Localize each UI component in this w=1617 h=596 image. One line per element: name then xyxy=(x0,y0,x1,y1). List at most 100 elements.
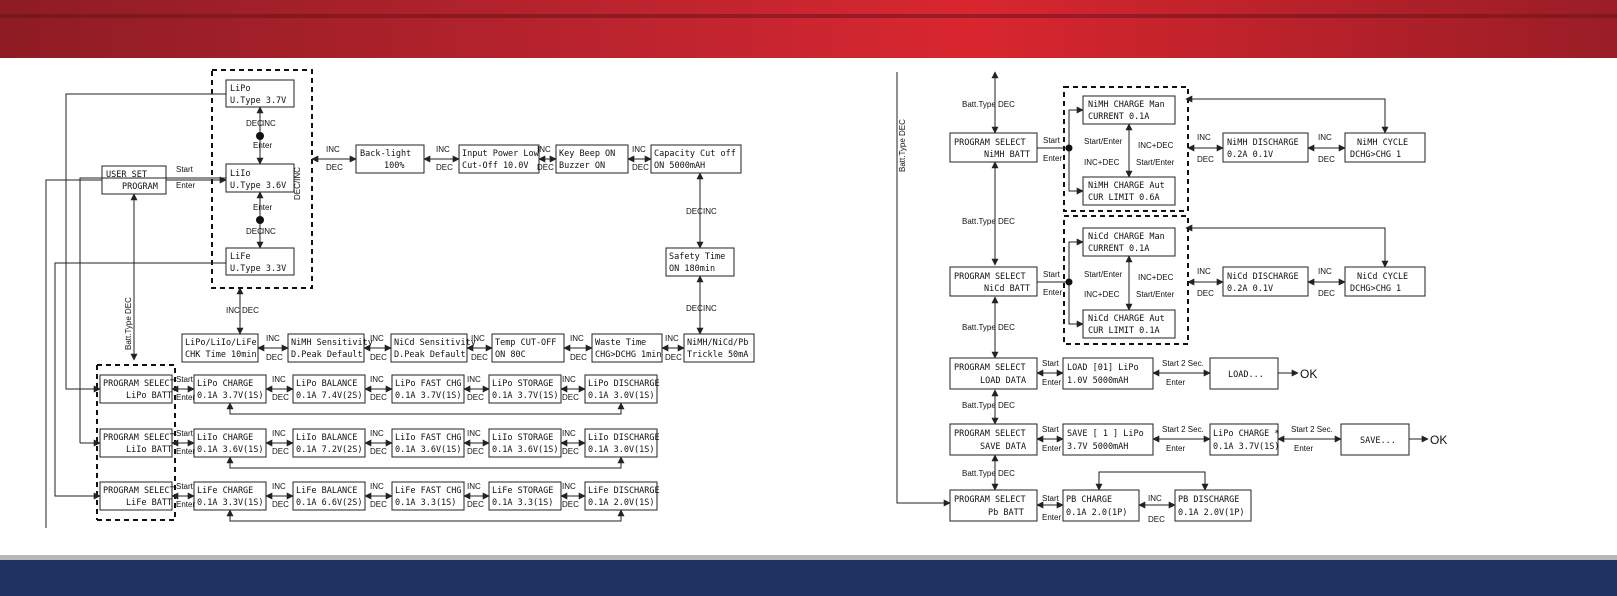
save-program-select-box[interactable]: PROGRAM SELECT SAVE DATA xyxy=(949,423,1038,456)
nimh-charge-aut-box[interactable]: NiMH CHARGE Aut CUR LIMIT 0.6A xyxy=(1082,176,1176,206)
label-batt-type: Batt.Type DEC xyxy=(962,469,1015,478)
label-dec: DEC xyxy=(570,353,587,362)
mode-line1: LiFe CHARGE xyxy=(197,486,253,496)
setting-capacity-box[interactable]: Capacity Cut off ON 5000mAH xyxy=(650,144,742,174)
nicd-charge-aut-box[interactable]: NiCd CHARGE Aut CUR LIMIT 0.1A xyxy=(1082,309,1176,339)
select-line1: PROGRAM SELECT xyxy=(103,433,175,443)
mode-box[interactable]: LiIo DISCHARGE 0.1A 3.0V(1S) xyxy=(584,428,660,458)
select-line2: Pb BATT xyxy=(988,508,1024,518)
user-set-line2: PROGRAM xyxy=(122,182,158,192)
setting-nimh-sensitivity-box[interactable]: NiMH Sensitivity D.Peak Default xyxy=(287,333,373,363)
label-dec: DEC xyxy=(1318,155,1335,164)
mode-box[interactable]: LiPo CHARGE 0.1A 3.7V(1S) xyxy=(193,374,267,404)
label-dec: DEC xyxy=(246,227,263,236)
mode-line2: 0.1A 6.6V(2S) xyxy=(296,498,363,508)
nicd-cycle-box[interactable]: NiCd CYCLE DCHG>CHG 1 xyxy=(1344,266,1426,297)
setting-line2: D.Peak Default xyxy=(291,350,363,360)
select-line1: PROGRAM SELECT xyxy=(954,272,1026,282)
mode-line2: 0.1A 7.2V(2S) xyxy=(296,445,363,455)
vtype-lipo-box[interactable]: LiPo U.Type 3.7V xyxy=(225,79,295,108)
label-start-enter: Start/Enter xyxy=(1084,270,1123,279)
mode-box[interactable]: LiIo BALANCE 0.1A 7.2V(2S) xyxy=(292,428,366,458)
mode-box[interactable]: LiPo STORAGE 0.1A 3.7V(1S) xyxy=(488,374,562,404)
label-batt-type: Batt.Type DEC xyxy=(962,100,1015,109)
mode-box[interactable]: LiFe CHARGE 0.1A 3.3V(1S) xyxy=(193,481,267,511)
label-dec: DEC xyxy=(272,393,289,402)
setting-waste-time-box[interactable]: Waste Time CHG>DCHG 1min xyxy=(591,333,663,363)
label-inc: INC xyxy=(471,334,485,343)
mode-box[interactable]: LiFe FAST CHG 0.1A 3.3(1S) xyxy=(391,481,465,511)
setting-line2: 100% xyxy=(384,161,404,171)
label-inc-dec: INC+DEC xyxy=(1084,158,1120,167)
nimh-charge-man-box[interactable]: NiMH CHARGE Man CURRENT 0.1A xyxy=(1082,95,1176,125)
setting-chk-time-box[interactable]: LiPo/LiIo/LiFe CHK Time 10min xyxy=(181,333,259,363)
label-dec: DEC xyxy=(1318,289,1335,298)
user-set-program-box[interactable]: USER SET PROGRAM xyxy=(101,165,167,195)
setting-line2: Buzzer ON xyxy=(559,161,605,171)
select-line1: PROGRAM SELECT xyxy=(954,495,1026,505)
vtype-life-box[interactable]: LiFe U.Type 3.3V xyxy=(225,247,295,276)
mode-line2: 0.1A 3.3(1S) xyxy=(395,498,456,508)
label-batt-type-vertical: Batt.Type DEC xyxy=(124,297,133,350)
pb-program-select-box[interactable]: PROGRAM SELECT Pb BATT xyxy=(949,489,1038,522)
load-program-select-box[interactable]: PROGRAM SELECT LOAD DATA xyxy=(949,357,1038,390)
label-dec: DEC xyxy=(471,353,488,362)
label-dec: DEC xyxy=(467,500,484,509)
nimh-discharge-box[interactable]: NiMH DISCHARGE 0.2A 0.1V xyxy=(1222,132,1309,163)
label-dec: DEC xyxy=(436,163,453,172)
nimh-program-select-box[interactable]: PROGRAM SELECT NiMH BATT xyxy=(949,132,1038,163)
mode-box[interactable]: LiIo CHARGE 0.1A 3.6V(1S) xyxy=(193,428,267,458)
mode-box[interactable]: LiIo STORAGE 0.1A 3.6V(1S) xyxy=(488,428,562,458)
label-inc: INC xyxy=(1148,494,1162,503)
save-action-box[interactable]: SAVE... xyxy=(1340,423,1410,456)
setting-input-power-box[interactable]: Input Power Low Cut-Off 10.0V xyxy=(458,144,540,174)
label-enter: Enter xyxy=(176,393,195,402)
mode-box[interactable]: LiIo FAST CHG 0.1A 3.6V(1S) xyxy=(391,428,465,458)
load-data-line1: LOAD [01] LiPo xyxy=(1067,363,1139,373)
mode-box[interactable]: LiFe DISCHARGE 0.1A 2.0V(1S) xyxy=(584,481,660,511)
mode-box[interactable]: LiFe STORAGE 0.1A 3.3(1S) xyxy=(488,481,562,511)
save-charge-box[interactable]: LiPo CHARGE * 0.1A 3.7V(1S) xyxy=(1209,423,1280,456)
mode-box[interactable]: LiFe BALANCE 0.1A 6.6V(2S) xyxy=(292,481,366,511)
vtype-dashed-group xyxy=(211,69,313,289)
setting-nicd-sensitivity-box[interactable]: NiCd Sensitivity D.Peak Default xyxy=(390,333,476,363)
safety-time-box[interactable]: Safety Time ON 180min xyxy=(665,247,735,277)
setting-key-beep-box[interactable]: Key Beep ON Buzzer ON xyxy=(555,144,629,174)
discharge-line2: 0.2A 0.1V xyxy=(1227,284,1273,294)
mode-line1: LiPo BALANCE xyxy=(296,379,357,389)
label-enter: Enter xyxy=(253,203,272,212)
mode-box[interactable]: LiPo FAST CHG 0.1A 3.7V(1S) xyxy=(391,374,465,404)
label-inc: INC xyxy=(537,145,551,154)
label-inc: INC xyxy=(703,207,717,216)
load-action-box[interactable]: LOAD... xyxy=(1209,357,1279,390)
label-dec: DEC xyxy=(246,119,263,128)
program-select-life-box[interactable]: PROGRAM SELECT LiFe BATT xyxy=(99,481,175,511)
pb-discharge-box[interactable]: PB DISCHARGE 0.1A 2.0V(1P) xyxy=(1174,489,1252,522)
nicd-program-select-box[interactable]: PROGRAM SELECT NiCd BATT xyxy=(949,266,1038,297)
nicd-charge-man-box[interactable]: NiCd CHARGE Man CURRENT 0.1A xyxy=(1082,227,1176,257)
program-select-liio-box[interactable]: PROGRAM SELECT LiIo BATT xyxy=(99,428,175,458)
vtype-liio-box[interactable]: LiIo U.Type 3.6V xyxy=(225,163,295,193)
load-data-box[interactable]: LOAD [01] LiPo 1.0V 5000mAH xyxy=(1062,357,1154,390)
charge-man-line2: CURRENT 0.1A xyxy=(1088,112,1149,122)
save-data-box[interactable]: SAVE [ 1 ] LiPo 3.7V 5000mAH xyxy=(1062,423,1154,456)
nimh-cycle-box[interactable]: NiMH CYCLE DCHG>CHG 1 xyxy=(1344,132,1426,163)
setting-backlight-box[interactable]: Back-light 100% xyxy=(355,144,425,174)
label-batt-type: Batt.Type DEC xyxy=(962,323,1015,332)
label-enter: Enter xyxy=(176,447,195,456)
mode-box[interactable]: LiPo BALANCE 0.1A 7.4V(2S) xyxy=(292,374,366,404)
nicd-discharge-box[interactable]: NiCd DISCHARGE 0.2A 0.1V xyxy=(1222,266,1309,297)
setting-trickle-box[interactable]: NiMH/NiCd/Pb Trickle 50mA xyxy=(683,333,755,363)
top-band-stripe xyxy=(0,14,1617,18)
mode-box[interactable]: LiPo DISCHARGE 0.1A 3.0V(1S) xyxy=(584,374,660,404)
label-enter: Enter xyxy=(1043,288,1062,297)
pb-charge-line1: PB CHARGE xyxy=(1066,495,1112,505)
label-batt-type: Batt.Type DEC xyxy=(962,217,1015,226)
pb-charge-box[interactable]: PB CHARGE 0.1A 2.0(1P) xyxy=(1062,489,1140,522)
label-start: Start xyxy=(1042,359,1060,368)
setting-temp-cutoff-box[interactable]: Temp CUT-OFF ON 80C xyxy=(491,333,565,363)
mode-line1: LiIo DISCHARGE xyxy=(588,433,660,443)
program-select-lipo-box[interactable]: PROGRAM SELECT LiPo BATT xyxy=(99,374,175,404)
save-data-line2: 3.7V 5000mAH xyxy=(1067,442,1128,452)
select-line1: PROGRAM SELECT xyxy=(103,486,175,496)
